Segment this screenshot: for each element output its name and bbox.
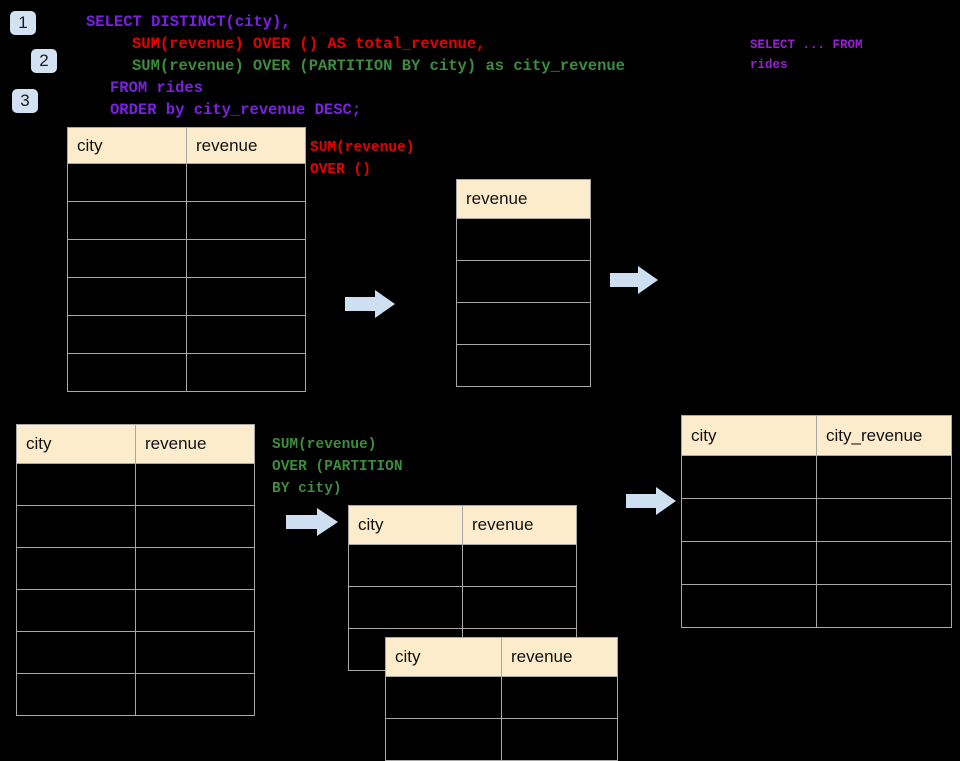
column-header-city-revenue: city_revenue bbox=[816, 415, 952, 456]
diagram-canvas: 1 2 3 SELECT DISTINCT(city), SUM(revenue… bbox=[10, 11, 952, 761]
table-row bbox=[16, 463, 255, 506]
column-header-revenue: revenue bbox=[186, 127, 306, 164]
table-row bbox=[16, 547, 255, 590]
table-row bbox=[348, 544, 577, 587]
column-header-city: city bbox=[385, 637, 502, 677]
column-header-revenue: revenue bbox=[462, 505, 577, 545]
sidenote-rides: rides bbox=[750, 58, 788, 72]
table-row bbox=[67, 353, 306, 392]
table-row bbox=[456, 260, 591, 303]
table-row bbox=[681, 584, 952, 628]
annotation-total-window-line1: SUM(revenue) bbox=[310, 140, 415, 156]
arrow-partition-to-result-icon bbox=[626, 487, 676, 515]
table-row bbox=[456, 302, 591, 345]
table-row bbox=[681, 455, 952, 499]
table-row bbox=[385, 718, 618, 761]
partition-group-table-b: city revenue bbox=[385, 637, 618, 761]
table-row bbox=[67, 239, 306, 278]
sql-line-select: SELECT DISTINCT(city), bbox=[86, 13, 291, 31]
total-revenue-table: revenue bbox=[456, 179, 591, 387]
table-row bbox=[456, 218, 591, 261]
table-header-row: revenue bbox=[456, 179, 591, 219]
sql-line-order-by: ORDER by city_revenue DESC; bbox=[110, 101, 362, 119]
column-header-city: city bbox=[348, 505, 463, 545]
sidenote-select-from: SELECT ... FROM bbox=[750, 38, 863, 52]
column-header-city: city bbox=[16, 424, 136, 464]
sql-line-city-revenue: SUM(revenue) OVER (PARTITION BY city) as… bbox=[132, 57, 625, 75]
table-row bbox=[16, 631, 255, 674]
table-row bbox=[385, 676, 618, 719]
column-header-revenue: revenue bbox=[456, 179, 591, 219]
table-header-row: city city_revenue bbox=[681, 415, 952, 456]
table-row bbox=[16, 589, 255, 632]
arrow-total-to-result-icon bbox=[610, 266, 658, 294]
annotation-partition-window-line3: BY city) bbox=[272, 481, 342, 497]
annotation-partition-window-line1: SUM(revenue) bbox=[272, 437, 377, 453]
column-header-revenue: revenue bbox=[501, 637, 618, 677]
arrow-rides-to-partition-icon bbox=[286, 508, 338, 536]
partition-group-table-a: city revenue bbox=[348, 505, 577, 671]
table-row bbox=[67, 201, 306, 240]
column-header-city: city bbox=[681, 415, 817, 456]
table-row bbox=[16, 505, 255, 548]
table-row bbox=[348, 586, 577, 629]
table-row bbox=[67, 163, 306, 202]
table-row bbox=[681, 541, 952, 585]
sql-line-total-revenue: SUM(revenue) OVER () AS total_revenue, bbox=[132, 35, 486, 53]
city-revenue-result-table: city city_revenue bbox=[681, 415, 952, 628]
table-row bbox=[67, 277, 306, 316]
step-badge-2: 2 bbox=[31, 49, 57, 73]
column-header-city: city bbox=[67, 127, 187, 164]
annotation-total-window-line2: OVER () bbox=[310, 162, 371, 178]
table-header-row: city revenue bbox=[348, 505, 577, 545]
table-header-row: city revenue bbox=[16, 424, 255, 464]
rides-source-table: city revenue bbox=[67, 127, 306, 392]
arrow-rides-to-total-icon bbox=[345, 290, 395, 318]
step-badge-1: 1 bbox=[10, 11, 36, 35]
rides-source-table-partitioned: city revenue bbox=[16, 424, 255, 716]
sql-line-from: FROM rides bbox=[110, 79, 204, 97]
column-header-revenue: revenue bbox=[135, 424, 255, 464]
table-header-row: city revenue bbox=[67, 127, 306, 164]
table-row bbox=[681, 498, 952, 542]
table-row bbox=[456, 344, 591, 387]
table-row bbox=[16, 673, 255, 716]
table-row bbox=[67, 315, 306, 354]
step-badge-3: 3 bbox=[12, 89, 38, 113]
table-header-row: city revenue bbox=[385, 637, 618, 677]
annotation-partition-window-line2: OVER (PARTITION bbox=[272, 459, 403, 475]
